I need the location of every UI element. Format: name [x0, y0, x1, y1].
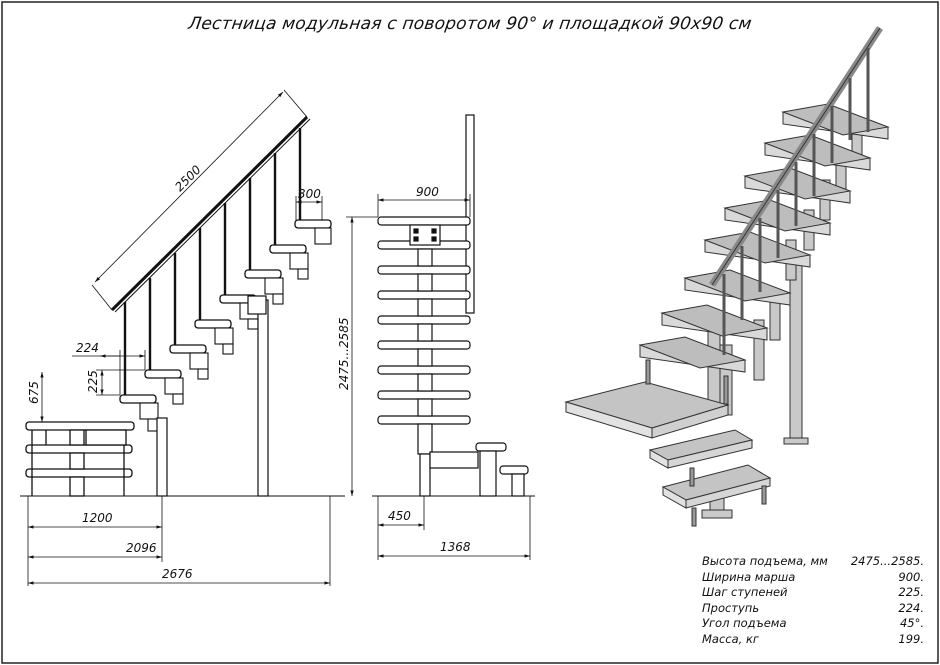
- iso-handrail: [709, 26, 883, 355]
- iso-landing: [564, 381, 730, 439]
- dim-step-rise: 225: [86, 370, 100, 393]
- dim-tread-top: 300: [298, 187, 321, 201]
- dim-tread-depth: 224: [76, 341, 99, 355]
- landing: [25, 421, 135, 497]
- dim-total-width: 2676: [162, 567, 193, 581]
- iso-tread-tops: [638, 103, 890, 369]
- dim-mid-width: 2096: [126, 541, 157, 555]
- front-dimensions: [346, 194, 531, 560]
- dim-landing-height: 675: [27, 381, 41, 404]
- dim-total-depth: 1368: [440, 540, 471, 554]
- dim-lower-offset: 450: [388, 509, 411, 523]
- side-view: [20, 115, 345, 497]
- side-dimensions: [27, 89, 331, 586]
- iso-bolts: [645, 359, 767, 527]
- front-view: [372, 114, 535, 497]
- dim-march-width: 900: [416, 185, 439, 199]
- front-treads: [377, 216, 471, 425]
- front-dimension-labels: 900 2475...2585 450 1368: [337, 185, 471, 554]
- front-bolts: [413, 228, 437, 242]
- dim-height: 2475...2585: [337, 317, 351, 390]
- isometric-view: [564, 26, 890, 527]
- balusters: [123, 128, 302, 398]
- dim-landing-width: 1200: [82, 511, 113, 525]
- dim-handrail: 2500: [172, 162, 204, 194]
- iso-lower-treads: [648, 429, 772, 509]
